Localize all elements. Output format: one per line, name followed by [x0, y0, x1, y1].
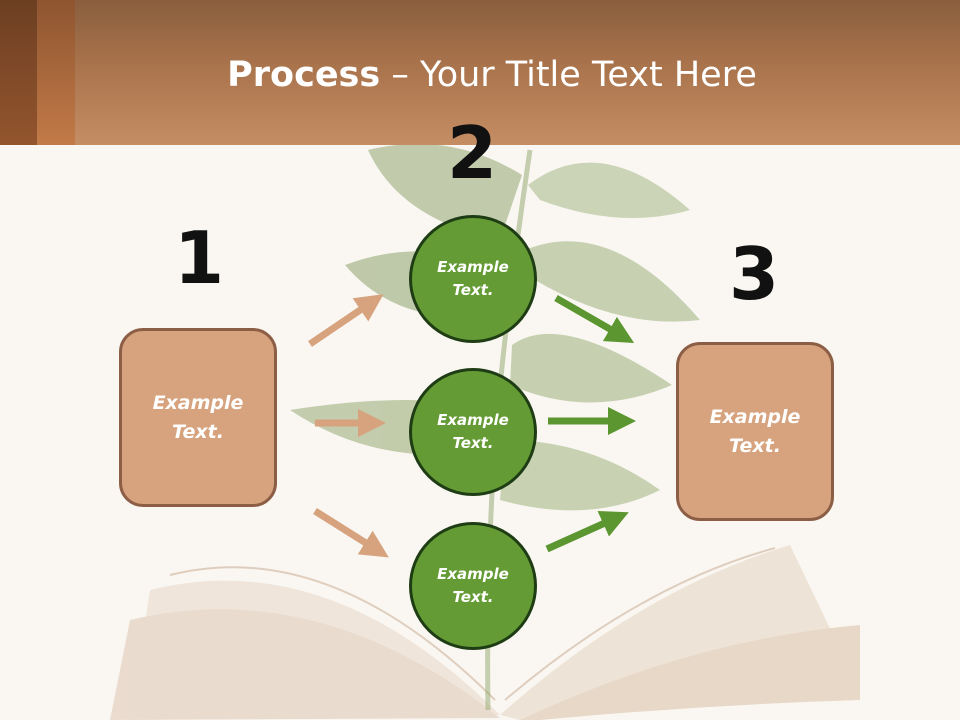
arrow-icon [554, 294, 635, 343]
step-number-1: 1 [173, 216, 225, 300]
header-accent-stripe [37, 0, 75, 145]
step-3-text-line1: Example [709, 405, 801, 428]
node-top-text-line2: Text. [452, 281, 494, 299]
slide-title-rest: – Your Title Text Here [380, 55, 757, 95]
step-3-text-line2: Text. [729, 434, 781, 457]
open-book-illustration [110, 545, 860, 720]
slide-title-bold: Process [227, 55, 381, 95]
step-2-node-top: Example Text. [409, 215, 537, 343]
header-band: Process – Your Title Text Here [0, 0, 960, 145]
header-accent-stripe [0, 0, 37, 145]
arrow-icon [308, 294, 384, 347]
step-1-box: Example Text. [119, 328, 277, 507]
step-2-node-middle: Example Text. [409, 368, 537, 496]
step-1-text-line2: Text. [172, 420, 224, 443]
step-2-node-bottom: Example Text. [409, 522, 537, 650]
node-bottom-text-line1: Example [437, 565, 509, 583]
node-middle-text-line1: Example [437, 411, 509, 429]
step-1-text-line1: Example [152, 391, 244, 414]
node-middle-text-line2: Text. [452, 434, 494, 452]
arrow-icon [545, 510, 629, 553]
step-number-3: 3 [728, 232, 780, 316]
node-bottom-text-line2: Text. [452, 588, 494, 606]
node-top-text-line1: Example [437, 258, 509, 276]
slide-title: Process – Your Title Text Here [0, 52, 960, 98]
arrow-icon [313, 508, 389, 558]
step-number-2: 2 [446, 111, 498, 195]
step-3-box: Example Text. [676, 342, 834, 521]
